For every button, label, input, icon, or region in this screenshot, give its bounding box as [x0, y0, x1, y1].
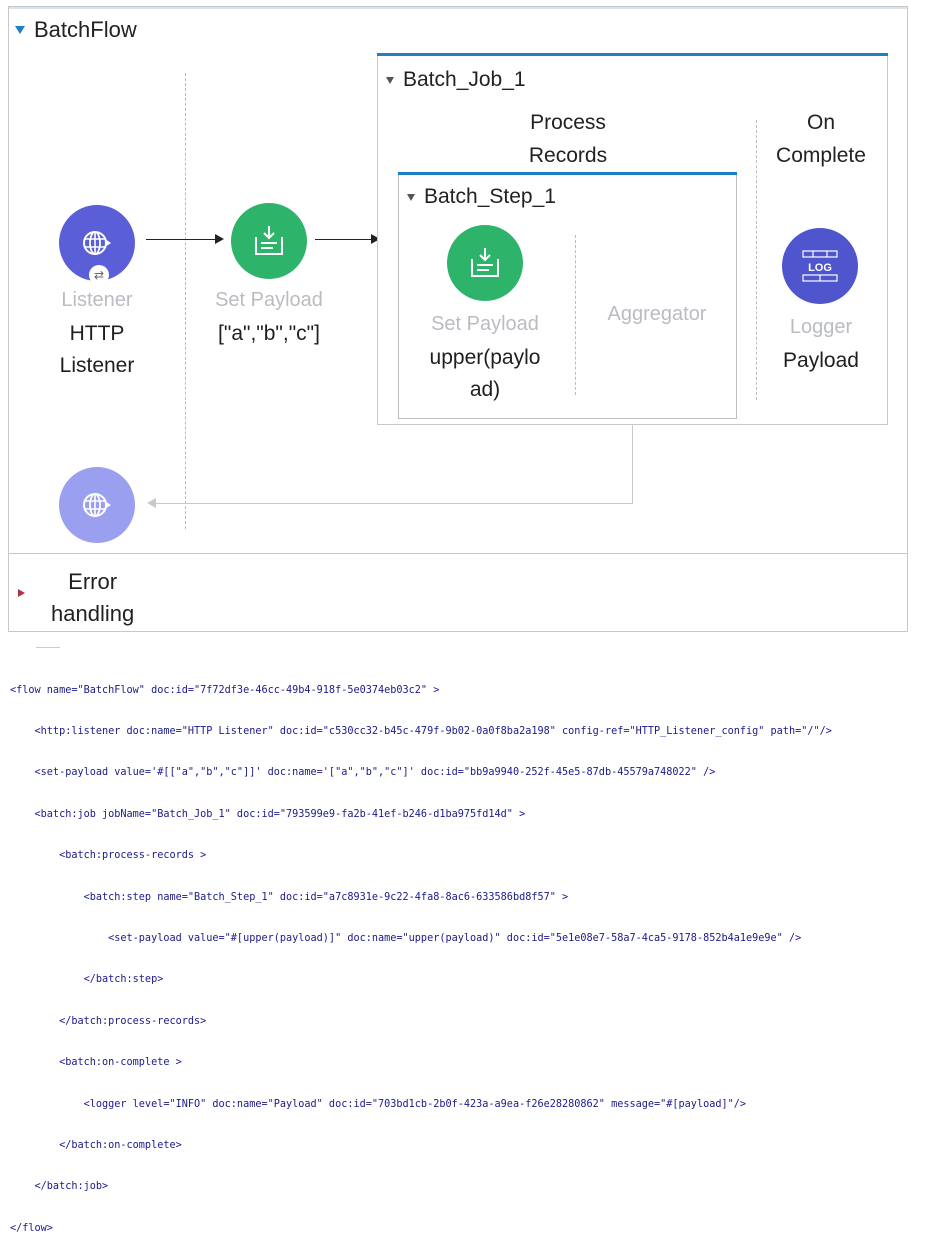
log-icon-text: LOG — [808, 262, 832, 274]
component-name: Listener — [59, 354, 135, 377]
bidirectional-icon: ⇄ — [89, 265, 109, 285]
code-line: </flow> — [10, 1222, 53, 1234]
step-set-payload-component[interactable] — [447, 225, 523, 301]
component-name: ad) — [469, 378, 501, 401]
return-line — [155, 503, 633, 504]
code-line: </batch:on-complete> — [10, 1139, 182, 1151]
log-icon: LOG — [802, 250, 838, 282]
logger-component[interactable]: LOG — [782, 228, 858, 304]
source-divider — [185, 73, 186, 529]
component-type: Logger — [789, 316, 853, 338]
batch-step-title: Batch_Step_1 — [424, 185, 556, 208]
code-line: <logger level="INFO" doc:name="Payload" … — [10, 1098, 747, 1110]
on-complete-line: On — [806, 111, 835, 134]
code-cut-marker — [36, 647, 60, 651]
collapse-triangle-icon[interactable] — [407, 193, 415, 201]
aggregator-divider — [575, 235, 576, 395]
expand-triangle-icon[interactable] — [18, 589, 25, 597]
arrow-head-icon — [215, 234, 224, 244]
batch-job-title: Batch_Job_1 — [403, 68, 526, 91]
set-payload-labels: Set Payload ["a","b","c"] — [199, 289, 339, 350]
on-complete-divider — [756, 120, 757, 400]
flow-arrow — [315, 239, 373, 240]
component-type: Set Payload — [431, 313, 539, 335]
return-line — [632, 425, 633, 503]
code-line: <batch:on-complete > — [10, 1057, 182, 1069]
component-name: Payload — [783, 349, 859, 372]
logger-labels: Logger Payload — [760, 316, 882, 377]
http-response-icon[interactable] — [59, 467, 135, 543]
set-payload-component[interactable] — [231, 203, 307, 279]
batch-job-header[interactable]: Batch_Job_1 — [386, 68, 526, 92]
code-line: <set-payload value="#[upper(payload)]" d… — [10, 932, 802, 944]
batch-job-scope[interactable]: Batch_Job_1 Process Records On Complete … — [377, 53, 888, 425]
batch-step-scope[interactable]: Batch_Step_1 Set Payload upper(paylo ad)… — [398, 172, 737, 419]
component-name: HTTP — [69, 322, 125, 345]
arrow-head-icon — [371, 234, 380, 244]
code-line: <flow name="BatchFlow" doc:id="7f72df3e-… — [10, 684, 440, 696]
component-name: upper(paylo — [429, 346, 541, 369]
aggregator-label[interactable]: Aggregator — [607, 303, 707, 325]
error-handling-line: Error — [68, 569, 118, 594]
code-line: <batch:job jobName="Batch_Job_1" doc:id=… — [10, 808, 526, 820]
code-line: </batch:job> — [10, 1181, 109, 1193]
step-set-payload-labels: Set Payload upper(paylo ad) — [415, 313, 555, 406]
code-line: <batch:process-records > — [10, 850, 207, 862]
error-handling-line: handling — [51, 601, 135, 626]
canvas-top-border — [9, 7, 907, 9]
batch-step-top-border — [398, 172, 737, 175]
on-complete-line: Complete — [776, 144, 866, 167]
code-line: <set-payload value='#[["a","b","c"]]' do… — [10, 767, 716, 779]
code-line: </batch:process-records> — [10, 1015, 207, 1027]
flow-title: BatchFlow — [34, 17, 137, 42]
globe-icon — [83, 231, 111, 255]
xml-code-view[interactable]: <flow name="BatchFlow" doc:id="7f72df3e-… — [10, 656, 832, 1249]
http-listener-labels: Listener HTTP Listener — [37, 289, 157, 382]
globe-icon — [83, 493, 111, 517]
collapse-triangle-icon[interactable] — [386, 76, 394, 84]
flow-arrow — [146, 239, 216, 240]
batch-step-header[interactable]: Batch_Step_1 — [407, 185, 556, 209]
code-line: <batch:step name="Batch_Step_1" doc:id="… — [10, 891, 569, 903]
flow-canvas: BatchFlow ⇄ Listener HTTP Listener S — [8, 6, 908, 632]
code-line: <http:listener doc:name="HTTP Listener" … — [10, 725, 832, 737]
process-records-label: Process Records — [498, 106, 638, 172]
on-complete-label: On Complete — [760, 106, 882, 172]
set-payload-icon — [255, 226, 283, 255]
error-handling-label: Error handling — [51, 566, 134, 630]
return-arrow-head-icon — [147, 498, 156, 508]
batch-job-top-border — [377, 53, 888, 56]
code-line: </batch:step> — [10, 974, 164, 986]
process-records-line: Process — [530, 111, 606, 134]
component-name: ["a","b","c"] — [218, 322, 320, 345]
collapse-triangle-icon[interactable] — [15, 26, 25, 34]
error-handling-section[interactable]: Error handling — [9, 553, 907, 632]
process-records-line: Records — [528, 144, 608, 167]
flow-header[interactable]: BatchFlow — [15, 17, 137, 43]
component-type: Set Payload — [215, 289, 323, 311]
component-type: Listener — [61, 289, 133, 311]
set-payload-icon — [471, 248, 499, 277]
